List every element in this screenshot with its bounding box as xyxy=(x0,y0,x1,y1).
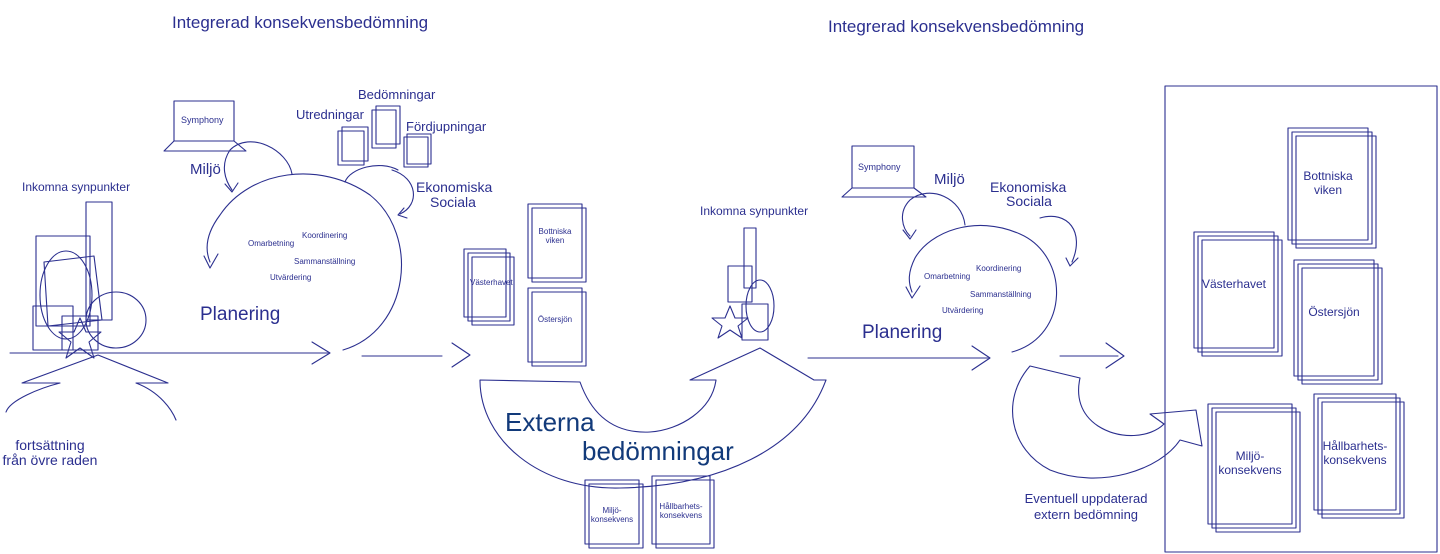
right-title: Integrerad konsekvensbedömning xyxy=(828,17,1085,36)
sammanstallning-label: Sammanställning xyxy=(294,257,356,266)
symphony-label-right: Symphony xyxy=(858,162,901,172)
inkomna-label-middle: Inkomna synpunkter xyxy=(700,204,809,218)
planering-label-right: Planering xyxy=(862,322,943,343)
miljo-kons-middle-line2: konsekvens xyxy=(590,515,634,524)
feedback-collage-icon xyxy=(32,201,147,359)
utvardering-label-right: Utvärdering xyxy=(942,306,984,315)
hallbarhets-right-line1: Hållbarhets- xyxy=(1322,439,1388,453)
koordinering-label: Koordinering xyxy=(302,231,348,240)
ekonomiska-label: Ekonomiska xyxy=(416,179,493,195)
document-stack-bottom xyxy=(584,475,715,549)
omarbetning-label: Omarbetning xyxy=(248,239,295,248)
laptop-icon xyxy=(163,100,247,152)
external-assessments-arc xyxy=(479,347,827,489)
bottniska-right-line2: viken xyxy=(1313,183,1342,197)
vasterhavet-label-middle: Västerhavet xyxy=(470,278,513,287)
laptop-icon-right xyxy=(841,145,927,198)
koordinering-label-right: Koordinering xyxy=(976,264,1022,273)
continuation-line2: från övre raden xyxy=(2,452,98,468)
bottniska-right-line1: Bottniska xyxy=(1303,169,1353,183)
planering-label-left: Planering xyxy=(200,304,281,325)
miljo-label: Miljö xyxy=(190,161,221,178)
bottniska-middle-line2: viken xyxy=(545,236,565,245)
sociala-label: Sociala xyxy=(430,194,476,210)
miljo-kons-middle-line1: Miljö- xyxy=(602,506,622,515)
left-title: Integrerad konsekvensbedömning xyxy=(172,13,429,32)
sociala-label-right: Sociala xyxy=(1006,193,1052,209)
miljo-label-right: Miljö xyxy=(934,171,965,188)
miljo-kons-right-line2: konsekvens xyxy=(1218,463,1282,477)
continuation-line1: fortsättning xyxy=(15,437,85,453)
omarbetning-label-right: Omarbetning xyxy=(924,272,971,281)
hallbarhets-right-line2: konsekvens xyxy=(1323,453,1387,467)
externa-line2: bedömningar xyxy=(582,436,734,466)
curved-arrow-miljo-right xyxy=(901,192,966,237)
utvardering-label: Utvärdering xyxy=(270,273,312,282)
utredningar-label: Utredningar xyxy=(296,107,364,122)
document-stack-right xyxy=(1193,127,1405,533)
planning-cycle-right xyxy=(908,225,1058,353)
curved-arrow-miljo xyxy=(223,141,293,191)
feedback-collage-middle-icon xyxy=(711,227,775,341)
document-icons xyxy=(337,105,432,168)
bottniska-middle-line1: Bottniska xyxy=(538,227,572,236)
document-stack-middle xyxy=(463,203,587,367)
symphony-label: Symphony xyxy=(181,115,224,125)
ostersjon-label-middle: Östersjön xyxy=(537,315,573,324)
update-arrow xyxy=(1012,365,1203,479)
continuation-arrow xyxy=(5,354,177,421)
curved-arrow-ekonomiska xyxy=(391,169,414,215)
inkomna-label-left: Inkomna synpunkter xyxy=(22,180,131,194)
planning-cycle xyxy=(206,173,402,351)
eventuell-line2: extern bedömning xyxy=(1033,507,1139,522)
miljo-kons-right-line1: Miljö- xyxy=(1235,449,1265,463)
hallbarhets-middle-line1: Hållbarhets- xyxy=(659,502,703,511)
curved-arrow-utredningar xyxy=(344,165,399,183)
curved-arrow-ekonomiska-right xyxy=(1039,215,1077,263)
externa-line1: Externa xyxy=(505,407,595,437)
ostersjon-label-right: Östersjön xyxy=(1308,305,1360,319)
result-frame xyxy=(1164,85,1438,553)
bedomningar-label: Bedömningar xyxy=(358,87,436,102)
ekonomiska-label-right: Ekonomiska xyxy=(990,179,1067,195)
sammanstallning-label-right: Sammanställning xyxy=(970,290,1032,299)
fordjupningar-label: Fördjupningar xyxy=(406,119,487,134)
hallbarhets-middle-line2: konsekvens xyxy=(659,511,703,520)
vasterhavet-label-right: Västerhavet xyxy=(1201,277,1267,291)
eventuell-line1: Eventuell uppdaterad xyxy=(1024,491,1148,506)
